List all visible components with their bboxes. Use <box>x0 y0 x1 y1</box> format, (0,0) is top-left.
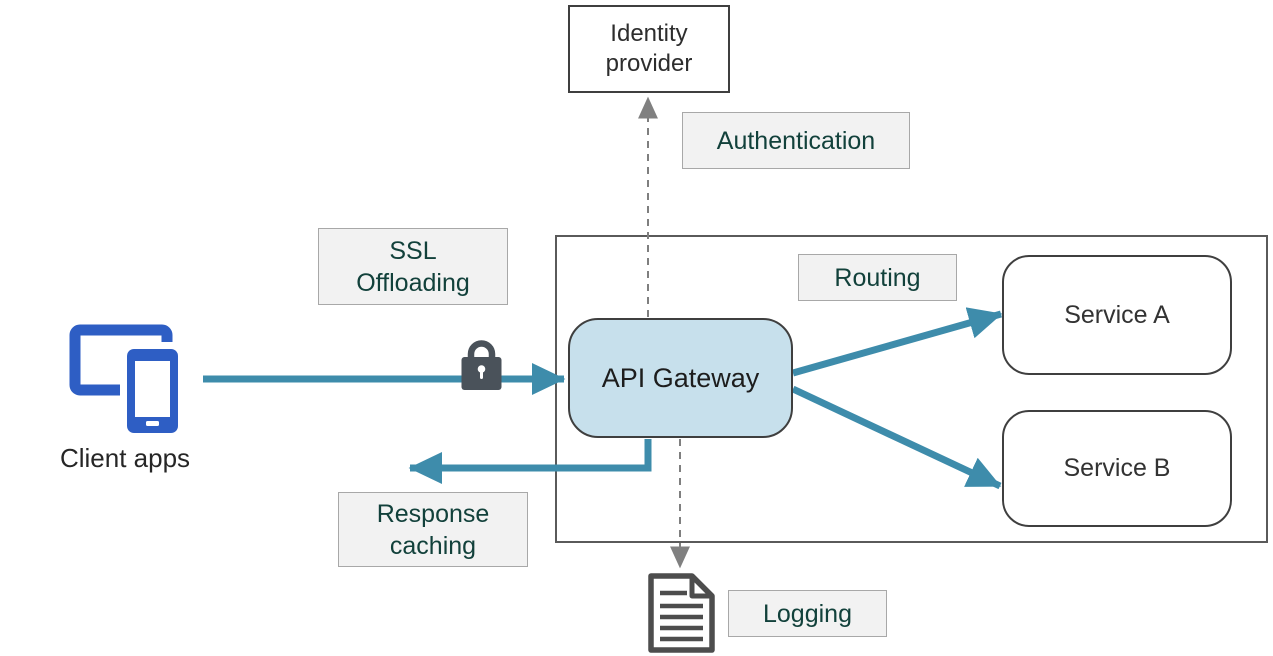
service-b-node: Service B <box>1002 410 1232 527</box>
service-a-label: Service A <box>1064 300 1170 329</box>
ssl-offloading-label-text: SSL Offloading <box>356 236 470 297</box>
log-document-icon <box>648 573 715 653</box>
client-devices-icon <box>69 324 186 439</box>
identity-provider-label: Identity provider <box>605 20 693 77</box>
routing-label-text: Routing <box>834 263 921 292</box>
ssl-offloading-label: SSL Offloading <box>318 228 508 305</box>
api-gateway-label: API Gateway <box>601 362 760 393</box>
client-apps-caption: Client apps <box>40 443 210 474</box>
service-a-node: Service A <box>1002 255 1232 375</box>
logging-label-text: Logging <box>763 599 852 628</box>
response-caching-label-text: Response caching <box>376 499 490 560</box>
logging-label: Logging <box>728 590 887 637</box>
routing-label: Routing <box>798 254 957 301</box>
ssl-lock-icon <box>461 340 502 390</box>
response-caching-label: Response caching <box>338 492 528 567</box>
api-gateway-node: API Gateway <box>568 318 793 438</box>
client-apps-caption-text: Client apps <box>59 443 191 473</box>
authentication-label-text: Authentication <box>716 126 876 155</box>
identity-provider-node: Identity provider <box>568 5 730 93</box>
service-b-label: Service B <box>1063 454 1171 482</box>
authentication-label: Authentication <box>682 112 910 169</box>
